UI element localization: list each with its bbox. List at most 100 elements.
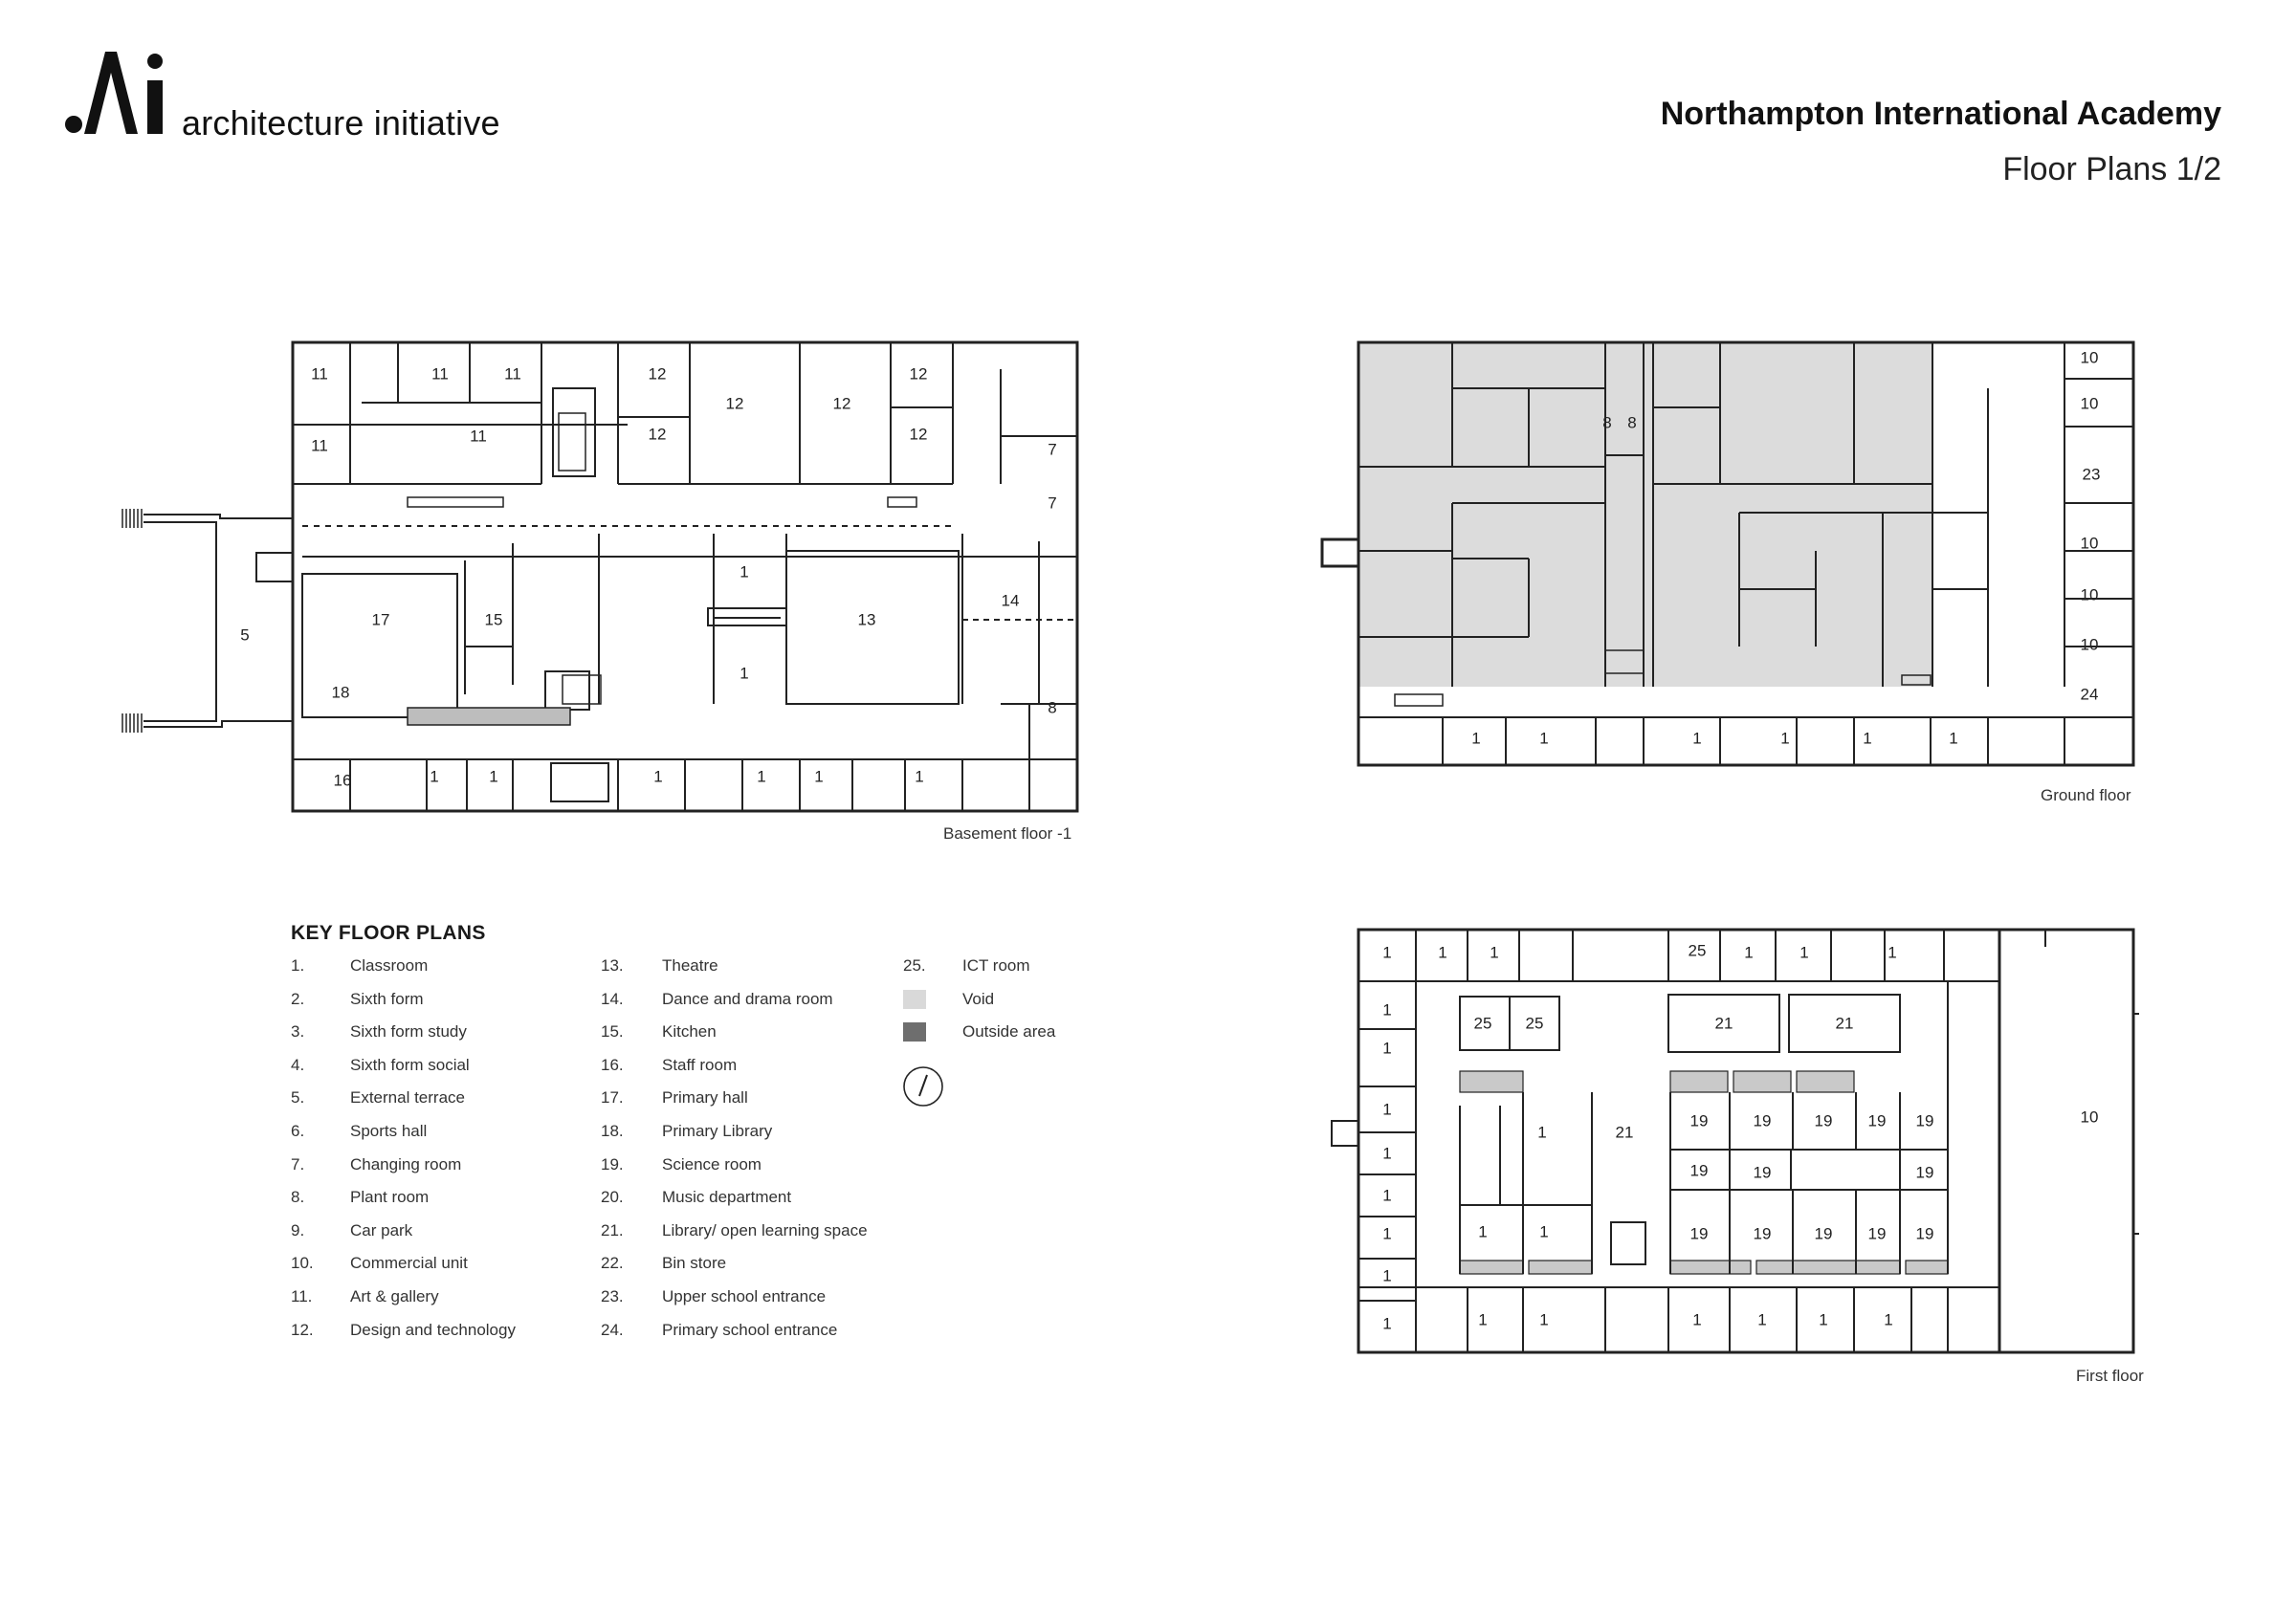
key-item: 1.Classroom [291, 956, 578, 990]
room-label: 23 [2083, 466, 2101, 484]
room-label: 25 [1689, 942, 1707, 960]
room-label: 21 [1836, 1015, 1854, 1033]
key-item-number: 11. [291, 1286, 313, 1305]
key-item: 11.Art & gallery [291, 1287, 578, 1321]
room-label: 1 [1382, 1187, 1391, 1205]
room-label: 1 [1382, 944, 1391, 962]
key-item-label: Design and technology [350, 1320, 516, 1339]
room-label: 21 [1616, 1124, 1634, 1142]
room-label: 1 [1744, 944, 1753, 962]
key-item: 9.Car park [291, 1221, 578, 1255]
key-item-label: Theatre [662, 956, 718, 975]
room-label: 1 [814, 768, 823, 786]
key-item-number: 8. [291, 1188, 305, 1207]
key-item: 16. Staff room [601, 1056, 916, 1089]
room-label: 19 [1690, 1112, 1709, 1130]
key-item-number: 5. [291, 1088, 305, 1108]
key-item-label: External terrace [350, 1088, 465, 1108]
room-label: 11 [470, 428, 487, 446]
room-label: 12 [726, 395, 744, 413]
room-label: 19 [1868, 1225, 1887, 1243]
key-item-label: Sixth form [350, 989, 424, 1008]
room-label: 1 [1382, 1315, 1391, 1333]
room-label: 1 [1863, 730, 1871, 748]
room-label: 1 [1884, 1311, 1892, 1329]
ground-plan-drawing: 10 10 8 8 23 10 10 10 24 1 1 1 1 1 1 [1320, 340, 2135, 767]
key-item: 10.Commercial unit [291, 1254, 578, 1287]
key-item: 6.Sports hall [291, 1122, 578, 1155]
key-item: 19.Science room [601, 1155, 916, 1189]
key-item-number: 22. [601, 1254, 624, 1273]
key-item-label: Plant room [350, 1188, 430, 1207]
room-label: 1 [489, 768, 497, 786]
key-item: 5. External terrace [291, 1088, 578, 1122]
first-caption: First floor [2076, 1367, 2144, 1385]
key-item: 20.Music department [601, 1188, 916, 1221]
room-label: 1 [740, 665, 748, 683]
key-item: Outside area [903, 1022, 1094, 1056]
logo-text: architecture initiative [182, 103, 500, 143]
key-item-number: 3. [291, 1022, 305, 1042]
key-item-label: ICT room [962, 956, 1030, 975]
room-label: 1 [1478, 1223, 1487, 1241]
key-item: 2. Sixth form [291, 990, 578, 1023]
key-item-number: 21. [601, 1220, 624, 1239]
room-label: 1 [1382, 1225, 1391, 1243]
room-label: 19 [1754, 1164, 1772, 1182]
room-label: 12 [910, 426, 928, 444]
first-plan-drawing: 1 1 1 25 1 1 1 1 25 25 21 21 1 10 1 1 21… [1331, 928, 2139, 1354]
room-label: 1 [1780, 730, 1789, 748]
room-label: 1 [1382, 1101, 1391, 1119]
room-label: 1 [1382, 1040, 1391, 1058]
room-label: 1 [1692, 730, 1701, 748]
key-item-number: 4. [291, 1055, 305, 1074]
key-item-label: Primary Library [662, 1121, 773, 1140]
room-label: 11 [504, 365, 521, 384]
room-label: 19 [1690, 1225, 1709, 1243]
key-item: 18.Primary Library [601, 1122, 916, 1155]
room-label: 1 [1949, 730, 1957, 748]
key-item: 14.Dance and drama room [601, 990, 916, 1023]
key-item-number: 7. [291, 1154, 305, 1173]
room-label: 12 [833, 395, 851, 413]
key-item-label: Kitchen [662, 1022, 717, 1042]
key-item-label: Upper school entrance [662, 1286, 827, 1305]
key-item-label: Outside area [962, 1022, 1056, 1042]
key-item-number: 12. [291, 1320, 314, 1339]
key-item-label: Staff room [662, 1055, 738, 1074]
room-label: 1 [1382, 1001, 1391, 1020]
room-label: 8 [1602, 414, 1611, 432]
key-item: 3.Sixth form study [291, 1022, 578, 1056]
key-item: 21.Library/ open learning space [601, 1221, 916, 1255]
room-label: 12 [910, 365, 928, 384]
room-label: 13 [858, 611, 876, 629]
room-label: 24 [2081, 686, 2099, 704]
key-item-label: Classroom [350, 956, 429, 975]
key-item-label: Primary hall [662, 1088, 748, 1108]
room-label: 1 [653, 768, 662, 786]
key-item-number: 10. [291, 1254, 314, 1273]
room-label: 1 [1382, 1145, 1391, 1163]
key-item-number: 24. [601, 1320, 624, 1339]
key-item-label: Science room [662, 1154, 762, 1173]
key-item-label: Dance and drama room [662, 989, 833, 1008]
room-label: 19 [1690, 1162, 1709, 1180]
key-item: 15.Kitchen [601, 1022, 916, 1056]
room-label: 19 [1916, 1164, 1934, 1182]
room-label: 10 [2081, 395, 2099, 413]
key-item: 4.Sixth form social [291, 1056, 578, 1089]
key-item-number: 6. [291, 1121, 305, 1140]
room-label: 1 [1539, 1223, 1548, 1241]
key-item-label: Car park [350, 1220, 413, 1239]
room-label: 5 [240, 626, 249, 645]
room-label: 1 [1799, 944, 1808, 962]
room-label: 19 [1868, 1112, 1887, 1130]
room-label: 25 [1526, 1015, 1544, 1033]
key-item-number: 2. [291, 989, 305, 1008]
room-label: 8 [1627, 414, 1636, 432]
room-label: 11 [431, 365, 449, 384]
key-item-number: 16. [601, 1055, 624, 1074]
room-label: 19 [1916, 1225, 1934, 1243]
